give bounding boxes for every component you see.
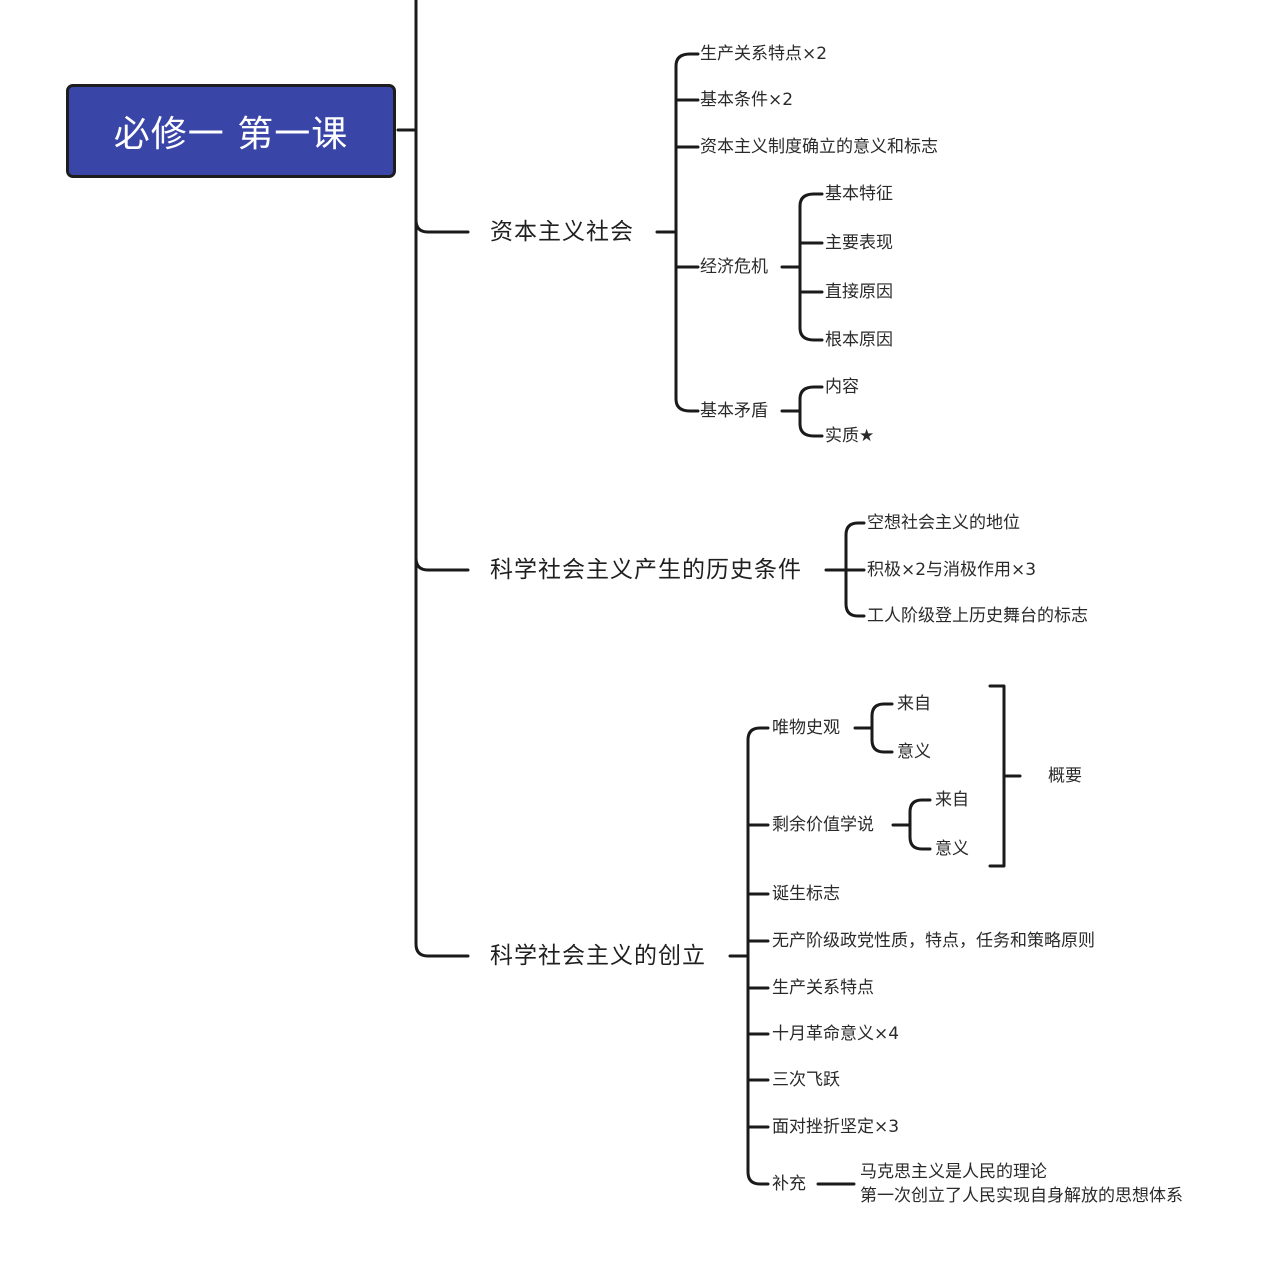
supplement-note-line-2: 第一次创立了人民实现自身解放的思想体系 <box>860 1186 1183 1206</box>
node-contradiction-content[interactable]: 内容 <box>825 377 859 397</box>
node-sv-origin[interactable]: 来自 <box>935 790 969 810</box>
node-sv-significance[interactable]: 意义 <box>935 839 969 859</box>
node-hm-significance[interactable]: 意义 <box>897 742 931 762</box>
section-capitalist-society[interactable]: 资本主义社会 <box>490 219 634 245</box>
node-utopian-status[interactable]: 空想社会主义的地位 <box>867 513 1020 533</box>
node-production-relations-2[interactable]: 生产关系特点 <box>772 978 874 998</box>
node-october-revolution[interactable]: 十月革命意义×4 <box>772 1024 900 1044</box>
node-crisis-direct-cause[interactable]: 直接原因 <box>825 282 893 302</box>
node-crisis-root-cause[interactable]: 根本原因 <box>825 330 893 350</box>
node-working-class-mark[interactable]: 工人阶级登上历史舞台的标志 <box>867 606 1088 626</box>
node-contradiction-essence[interactable]: 实质★ <box>825 426 875 446</box>
node-supplement[interactable]: 补充 <box>772 1174 806 1194</box>
node-summary[interactable]: 概要 <box>1048 766 1082 786</box>
section-founding[interactable]: 科学社会主义的创立 <box>490 943 706 969</box>
node-historical-materialism[interactable]: 唯物史观 <box>772 718 840 738</box>
node-positive-negative[interactable]: 积极×2与消极作用×3 <box>867 560 1037 580</box>
node-basic-contradiction[interactable]: 基本矛盾 <box>700 401 768 421</box>
root-title: 必修一 第一课 <box>113 114 349 155</box>
node-surplus-value[interactable]: 剩余价值学说 <box>772 815 874 835</box>
section1-bracket <box>674 52 700 413</box>
node-economic-crisis[interactable]: 经济危机 <box>700 257 768 277</box>
node-face-setbacks[interactable]: 面对挫折坚定×3 <box>772 1117 900 1137</box>
node-birth-mark[interactable]: 诞生标志 <box>772 884 840 904</box>
supplement-note-line-1: 马克思主义是人民的理论 <box>860 1162 1047 1182</box>
node-production-relations[interactable]: 生产关系特点×2 <box>700 44 828 64</box>
node-establishment-significance[interactable]: 资本主义制度确立的意义和标志 <box>700 137 938 157</box>
node-party-nature[interactable]: 无产阶级政党性质，特点，任务和策略原则 <box>772 931 1095 951</box>
node-crisis-manifestation[interactable]: 主要表现 <box>825 233 893 253</box>
root-spine <box>414 0 470 958</box>
node-three-leaps[interactable]: 三次飞跃 <box>772 1070 840 1090</box>
section-historical-conditions[interactable]: 科学社会主义产生的历史条件 <box>490 557 802 583</box>
root-node[interactable] <box>66 84 396 178</box>
link-section-1 <box>414 218 470 234</box>
node-crisis-feature[interactable]: 基本特征 <box>825 184 893 204</box>
node-basic-conditions[interactable]: 基本条件×2 <box>700 90 794 110</box>
node-hm-origin[interactable]: 来自 <box>897 694 931 714</box>
summary-bracket <box>988 684 1006 868</box>
link-section-2 <box>414 556 470 572</box>
